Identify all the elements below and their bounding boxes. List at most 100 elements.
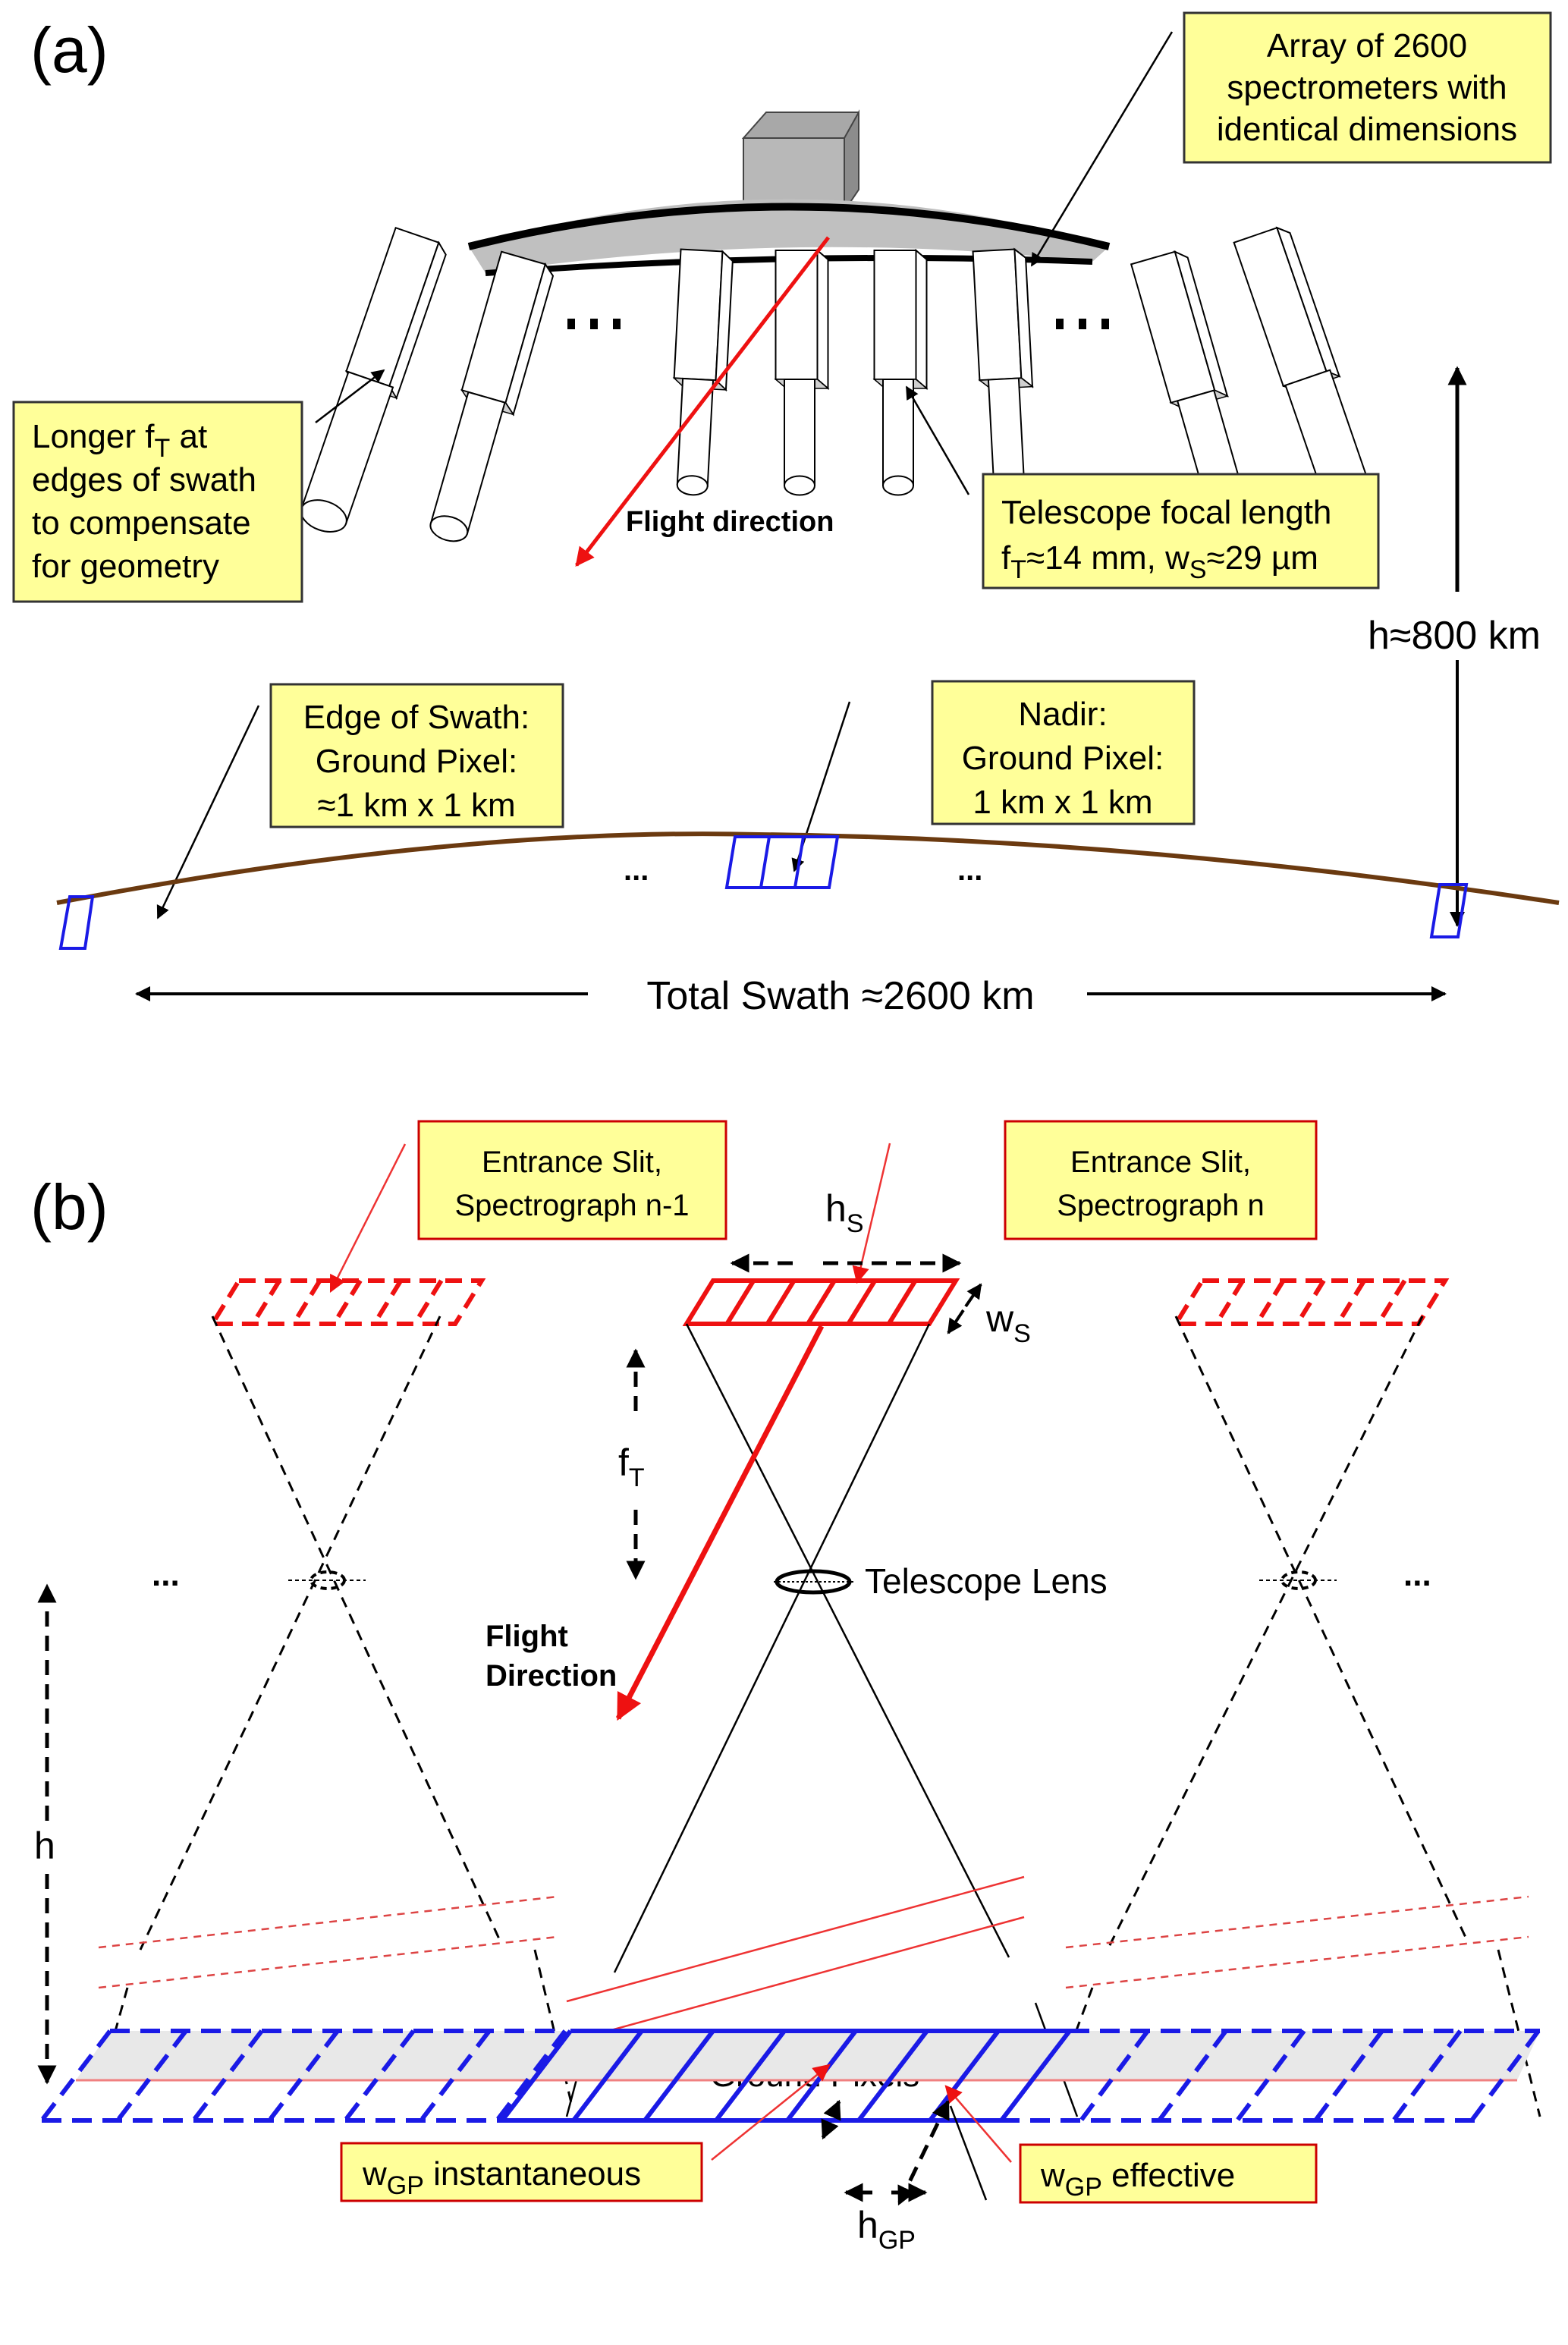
projection-lines bbox=[98, 1875, 1529, 2044]
slit-divider bbox=[724, 1279, 756, 1325]
array-leader-arrow bbox=[1030, 31, 1174, 267]
wgp-eff-leader bbox=[944, 2085, 1012, 2163]
ellipsis-dots-right bbox=[1056, 319, 1109, 329]
wgp-effective-label: wGP effective bbox=[1040, 2157, 1235, 2202]
pixel-divider-left bbox=[267, 2029, 340, 2122]
slit-divider bbox=[1335, 1279, 1366, 1325]
pixel-divider-left bbox=[343, 2029, 416, 2122]
spectrometer-unit bbox=[429, 250, 555, 542]
slit-divider bbox=[372, 1279, 403, 1325]
pixel-divider-left bbox=[39, 2029, 112, 2122]
proj-line-right-bottom bbox=[1065, 1935, 1529, 1989]
longer-ft-line2: edges of swath bbox=[32, 461, 256, 498]
slit-divider bbox=[846, 1279, 877, 1325]
slit-divider bbox=[806, 1279, 837, 1325]
slit-n-minus-1-line1: Entrance Slit, bbox=[482, 1146, 662, 1179]
ground-pixel-edge-left bbox=[58, 895, 95, 950]
pixel-divider-center bbox=[643, 2029, 715, 2122]
earth-surface-curve bbox=[56, 831, 1560, 905]
slit-divider bbox=[250, 1279, 281, 1325]
ws-arrow-down bbox=[947, 1309, 965, 1334]
left-lens-icon bbox=[288, 1570, 366, 1590]
panel-b: (b) Entrance Slit, Spectrograph n-1 Entr… bbox=[30, 1120, 1541, 2255]
pixel-divider-center bbox=[500, 2029, 573, 2122]
slit-divider bbox=[291, 1279, 322, 1325]
telescope-callout bbox=[982, 473, 1380, 589]
ft-label: fT bbox=[618, 1441, 645, 1492]
nadir-callout-line2: Ground Pixel: bbox=[962, 740, 1164, 777]
slit-divider bbox=[332, 1279, 363, 1325]
entrance-slit-n-minus-1 bbox=[208, 1278, 486, 1326]
pixel-divider-right bbox=[1391, 2029, 1463, 2122]
pixel-divider-left bbox=[495, 2029, 567, 2122]
edge-callout-line3: ≈1 km x 1 km bbox=[317, 787, 515, 824]
flight-direction-label-b2: Direction bbox=[485, 1659, 617, 1693]
proj-line-left-bottom bbox=[98, 1935, 558, 1989]
nadir-callout-line1: Nadir: bbox=[1018, 696, 1107, 733]
spectrometer-unit bbox=[672, 248, 734, 496]
slit-divider bbox=[413, 1279, 444, 1325]
right-lens-icon bbox=[1259, 1570, 1337, 1590]
longer-ft-line3: to compensate bbox=[32, 505, 251, 542]
wgp-inst-leader bbox=[711, 2064, 831, 2161]
edge-callout-line2: Ground Pixel: bbox=[316, 743, 518, 780]
slit-n-minus-1-callout bbox=[417, 1120, 727, 1240]
slit-n-minus-1-line2: Spectrograph n-1 bbox=[454, 1189, 689, 1222]
flight-direction-label-b1: Flight bbox=[485, 1620, 568, 1653]
wgp-effective-callout bbox=[1019, 2143, 1318, 2204]
ellipsis-ground-right: ... bbox=[957, 853, 982, 887]
telescope-callout-line1: Telescope focal length bbox=[1001, 494, 1331, 531]
pixel-divider-right bbox=[1469, 2029, 1541, 2122]
spectrometer-unit bbox=[300, 226, 447, 533]
longer-ft-line4: for geometry bbox=[32, 548, 219, 585]
flight-direction-arrow-b bbox=[615, 1325, 825, 1721]
wgp-inst-arrow bbox=[821, 2099, 841, 2140]
nadir-callout-line3: 1 km x 1 km bbox=[973, 784, 1152, 821]
hs-label: hS bbox=[825, 1187, 864, 1238]
slit-outline bbox=[208, 1278, 486, 1326]
slit-n-line1: Entrance Slit, bbox=[1070, 1146, 1251, 1179]
telescope-leader-arrow bbox=[905, 385, 970, 495]
entrance-slit-n-plus-1 bbox=[1171, 1278, 1450, 1326]
array-callout-line1: Array of 2600 bbox=[1267, 27, 1467, 64]
telescope-lens-icon bbox=[774, 1569, 853, 1595]
proj-line-right-top bbox=[1065, 1895, 1529, 1949]
pixel-divider-center bbox=[856, 2029, 929, 2122]
pixel-divider-center bbox=[571, 2029, 644, 2122]
spectrometer-unit bbox=[972, 247, 1035, 495]
slit-outline bbox=[1171, 1278, 1450, 1326]
nadir-callout bbox=[931, 680, 1196, 825]
pixel-divider-left bbox=[191, 2029, 264, 2122]
altitude-label: h≈800 km bbox=[1368, 614, 1541, 658]
central-light-cone bbox=[565, 1323, 1079, 2117]
proj-line-center-bottom bbox=[566, 1916, 1025, 2044]
flight-direction-arrow bbox=[575, 236, 830, 567]
h-label: h bbox=[34, 1825, 55, 1867]
pixel-divider-center bbox=[999, 2029, 1072, 2122]
ellipsis-left: ... bbox=[152, 1556, 180, 1593]
spectrometer-unit bbox=[872, 248, 929, 496]
proj-line-left-top bbox=[98, 1895, 558, 1949]
longer-ft-line1: Longer fT at bbox=[32, 418, 207, 463]
telescope-callout-line2: fT≈14 mm, wS≈29 µm bbox=[1001, 539, 1318, 584]
panel-a-label: (a) bbox=[30, 14, 108, 86]
flight-direction-label: Flight direction bbox=[626, 506, 834, 538]
panel-a: (a) Array of 2600 spect bbox=[12, 11, 1560, 1018]
pixel-divider-center bbox=[714, 2029, 787, 2122]
wgp-eff-helper-line bbox=[949, 2105, 988, 2201]
array-callout-line2: spectrometers with bbox=[1227, 69, 1507, 106]
slit-divider bbox=[765, 1279, 797, 1325]
left-light-cone bbox=[105, 1316, 574, 2110]
spectrometer-unit bbox=[1233, 226, 1378, 531]
ws-label: wS bbox=[985, 1297, 1031, 1348]
wgp-instantaneous-callout bbox=[340, 2142, 703, 2202]
wgp-instantaneous-label: wGP instantaneous bbox=[362, 2155, 641, 2200]
ellipsis-dots-left bbox=[567, 319, 621, 329]
slit-divider bbox=[887, 1279, 918, 1325]
slit-n-callout bbox=[1004, 1120, 1318, 1240]
slit-divider bbox=[1214, 1279, 1245, 1325]
slit-divider bbox=[1376, 1279, 1407, 1325]
pixel-divider-right bbox=[1079, 2029, 1150, 2122]
band-fill bbox=[76, 2031, 1540, 2080]
